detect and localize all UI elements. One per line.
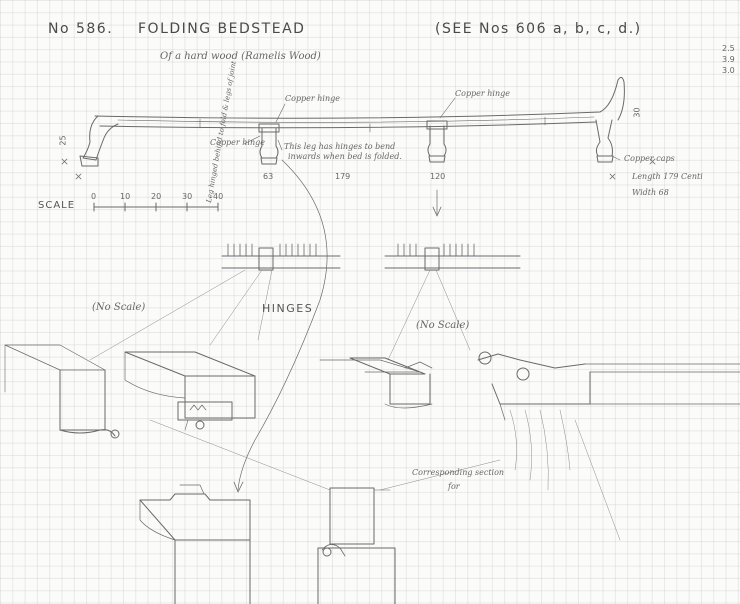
section-detail-right — [317, 487, 396, 604]
scale-tick-30: 30 — [182, 192, 193, 201]
note-copper-hinge-right: Copper hinge — [455, 89, 510, 98]
scale-label: SCALE — [38, 200, 76, 211]
leg-left — [82, 115, 119, 161]
drawing-title: FOLDING BEDSTEAD — [138, 21, 306, 37]
dimension-crosses — [61, 158, 656, 180]
leg-2-cap — [260, 157, 278, 165]
hinge-detail-1 — [4, 344, 120, 439]
arrow-down-icon-2 — [432, 206, 442, 217]
margin-note-low: 3.0 — [722, 66, 735, 75]
projection-lines — [89, 269, 621, 541]
hinge-detail-3 — [319, 357, 433, 409]
dimension-179: 179 — [335, 172, 351, 181]
note-width: Width 68 — [632, 188, 669, 197]
label-no-scale-right: (No Scale) — [416, 320, 470, 331]
drawing-number: No 586. — [48, 21, 114, 37]
label-no-scale-left: (No Scale) — [92, 302, 146, 313]
hinge-strip-left — [221, 243, 341, 271]
bed-rail-top — [94, 76, 625, 121]
hinge-strip-right — [384, 243, 521, 271]
hinge-detail-4 — [477, 351, 740, 491]
hinge-detail-2 — [124, 351, 256, 431]
scale-tick-10: 10 — [120, 192, 131, 201]
leg-right — [595, 119, 613, 157]
leg-right-cap — [596, 155, 614, 163]
bed-rail-bottom — [99, 121, 597, 129]
scale-bar-graphic — [93, 202, 219, 212]
note-leg-line1: This leg has hinges to bend — [284, 142, 396, 151]
leg-3 — [427, 125, 447, 157]
scale-tick-20: 20 — [151, 192, 162, 201]
leg-3-bracket — [426, 120, 448, 130]
material-subtitle: Of a hard wood (Ramelis Wood) — [160, 51, 321, 62]
note-corresponding-line2: for — [448, 482, 460, 491]
note-copper-caps: Copper caps — [624, 154, 675, 163]
margin-note-top: 2.5 — [722, 44, 735, 53]
dimension-63: 63 — [263, 172, 274, 181]
margin-note-mid: 3.9 — [722, 55, 735, 64]
scale-tick-40: 40 — [213, 192, 224, 201]
dimension-side-left: 25 — [58, 135, 68, 146]
cross-reference: (SEE Nos 606 a, b, c, d.) — [435, 21, 642, 37]
section-detail-left — [139, 484, 251, 604]
dimension-side-right: 30 — [632, 107, 642, 118]
bedstead-elevation — [79, 76, 625, 167]
bed-rail-inner — [117, 116, 595, 123]
note-length: Length 179 Centi — [632, 172, 703, 181]
note-corresponding-line1: Corresponding section — [412, 468, 505, 477]
leg-left-cap — [79, 155, 99, 167]
scale-tick-0: 0 — [91, 192, 97, 201]
note-copper-hinge-leg: Copper hinge — [210, 138, 265, 147]
dimension-120: 120 — [430, 172, 446, 181]
label-hinges: HINGES — [262, 302, 314, 315]
arrow-down-icon — [233, 481, 244, 493]
leader-curve — [237, 159, 328, 491]
leg-2-bracket — [258, 123, 280, 133]
note-copper-hinge-left: Copper hinge — [285, 94, 340, 103]
note-leg-line2: inwards when bed is folded. — [288, 152, 402, 161]
leg-3-cap — [428, 155, 446, 163]
